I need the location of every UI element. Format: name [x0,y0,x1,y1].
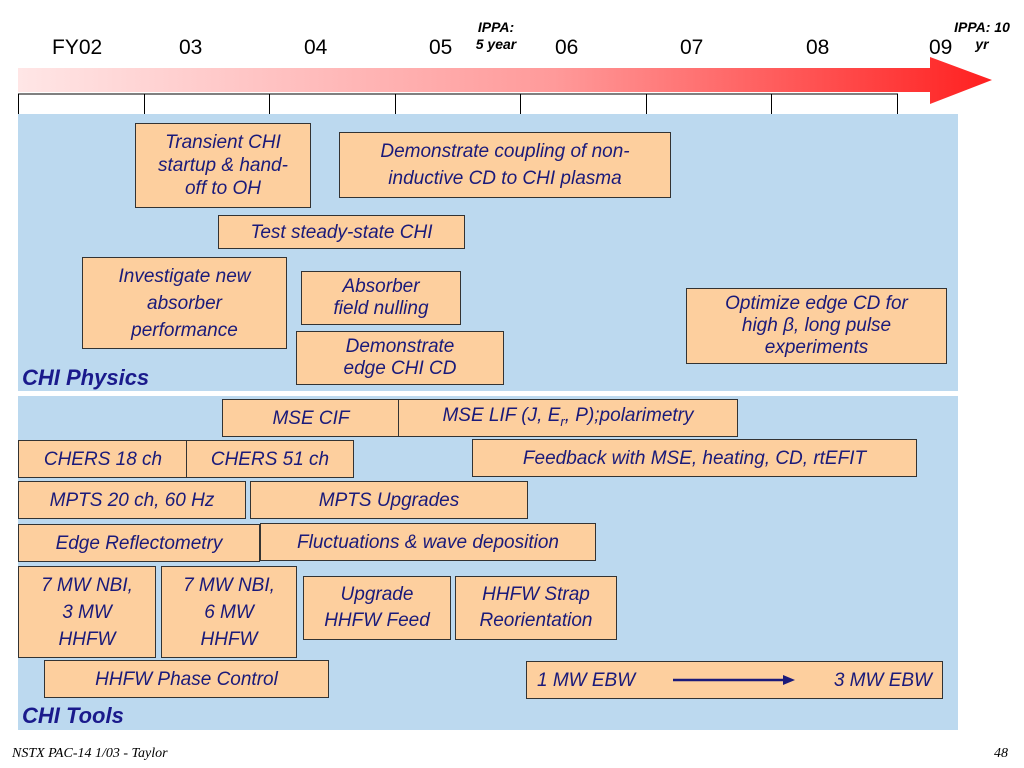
transient-chi-box: Transient CHI startup & hand- off to OH [135,123,311,208]
chers-18-box: CHERS 18 ch [18,440,188,478]
ebw-box: 1 MW EBW 3 MW EBW [526,661,943,699]
ippa-10-year-label: IPPA: 10 yr [944,19,1020,53]
chi-tools-label: CHI Tools [22,703,124,728]
box-line: Investigate new [118,265,251,287]
box-line: Transient CHI [165,132,281,153]
year-label-06: 06 [555,36,579,59]
box-line: Reorientation [479,610,593,631]
year-tick [144,94,145,114]
box-line: 7 MW NBI, [41,574,133,596]
year-label-07: 07 [680,36,704,59]
box-line: high β, long pulse [741,315,892,336]
ippa-5-line2: 5 year [475,36,517,52]
year-tick [771,94,772,114]
hhfw-phase-control-box: HHFW Phase Control [44,660,329,698]
year-label-03: 03 [179,36,203,59]
edge-reflectometry-box: Edge Reflectometry [18,524,260,562]
ippa-10-line1: IPPA: 10 [954,19,1010,35]
ippa-10-line2: yr [975,36,989,52]
ebw-3mw-label: 3 MW EBW [833,669,932,691]
timeline-arrow [18,57,992,104]
steady-state-chi-box: Test steady-state CHI [218,215,465,249]
mse-lif-pre: MSE LIF (J, E [442,404,561,426]
mse-lif-post: , P);polarimetry [564,404,694,426]
chers-51-box: CHERS 51 ch [186,440,354,478]
year-tick [646,94,647,114]
year-label-05: 05 [429,36,453,59]
ippa-5-year-label: IPPA: 5 year [466,19,526,53]
nbi-3mw-hhfw-box: 7 MW NBI, 3 MW HHFW [18,566,156,658]
upgrade-hhfw-feed-box: Upgrade HHFW Feed [303,576,451,640]
year-label-09: 09 [929,36,953,59]
absorber-performance-box: Investigate new absorber performance [82,257,287,349]
box-line: HHFW Feed [324,610,430,631]
mpts-20-box: MPTS 20 ch, 60 Hz [18,481,246,519]
box-line: Demonstrate [345,336,455,357]
box-line: startup & hand- [158,155,288,176]
mse-lif-sub: r [560,413,565,429]
footer-credit: NSTX PAC-14 1/03 - Taylor [12,746,168,761]
box-line: HHFW Strap [482,584,590,605]
mse-lif-box: MSE LIF (J, Er, P);polarimetry [398,399,738,437]
chi-physics-label: CHI Physics [22,365,150,390]
box-line: 7 MW NBI, [183,574,275,596]
box-line: HHFW [200,628,258,650]
box-line: experiments [764,337,869,358]
ebw-1mw-label: 1 MW EBW [537,669,636,691]
year-tick [269,94,270,114]
box-line: 6 MW [204,601,254,623]
year-tick [395,94,396,114]
year-tick [897,94,898,114]
box-line: Upgrade [340,584,414,605]
feedback-box: Feedback with MSE, heating, CD, rtEFIT [472,439,917,477]
mse-cif-box: MSE CIF [222,399,400,437]
absorber-field-nulling-box: Absorber field nulling [301,271,461,325]
hhfw-strap-box: HHFW Strap Reorientation [455,576,617,640]
nbi-6mw-hhfw-box: 7 MW NBI, 6 MW HHFW [161,566,297,658]
box-line: inductive CD to CHI plasma [388,168,622,189]
box-line: Optimize edge CD for [725,293,908,314]
fluctuations-box: Fluctuations & wave deposition [260,523,596,561]
year-label-04: 04 [304,36,328,59]
coupling-box: Demonstrate coupling of non- inductive C… [339,132,671,198]
year-label-fy02: FY02 [52,36,103,59]
box-line: Demonstrate coupling of non- [380,141,630,162]
box-line: absorber [147,292,222,314]
box-line: field nulling [333,298,429,319]
ebw-arrow-icon [672,675,795,685]
box-line: off to OH [184,178,261,199]
ippa-5-line1: IPPA: [477,19,515,35]
box-line: Absorber [342,276,420,297]
page-number: 48 [994,746,1008,761]
year-tick [18,94,19,114]
box-line: 3 MW [62,601,112,623]
year-label-08: 08 [806,36,830,59]
edge-chi-cd-box: Demonstrate edge CHI CD [296,331,504,385]
box-line: edge CHI CD [343,358,457,379]
box-line: performance [131,319,238,341]
mpts-upgrades-box: MPTS Upgrades [250,481,528,519]
box-line: HHFW [58,628,116,650]
optimize-edge-cd-box: Optimize edge CD for high β, long pulse … [686,288,947,364]
year-tick [520,94,521,114]
mse-lif-text: MSE LIF (J, Er, P);polarimetry [442,404,693,433]
